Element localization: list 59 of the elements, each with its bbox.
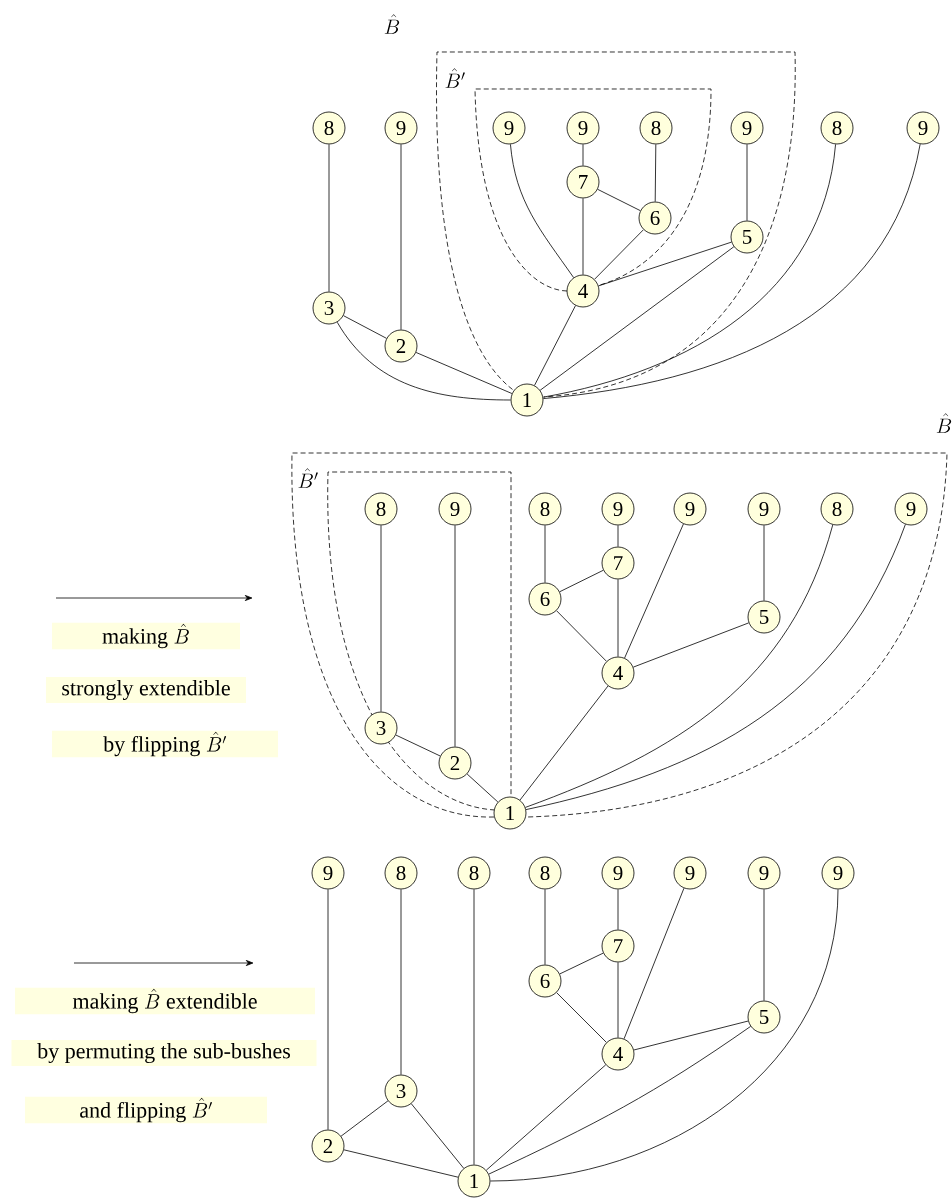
edge-line <box>490 889 839 1182</box>
highlighted-caption: $\text{by flipping }\hat{B}'$ <box>52 730 278 758</box>
edge-line <box>582 144 584 166</box>
edge-line <box>525 524 906 810</box>
edge-line <box>763 889 765 1001</box>
edge-line <box>556 610 607 662</box>
edge-line <box>519 685 609 801</box>
edge-line <box>488 1026 751 1175</box>
edge-line <box>525 524 834 808</box>
region-label: $\hat{B}'$ <box>298 468 318 488</box>
edge-line <box>598 241 732 287</box>
edge-line <box>343 1149 459 1178</box>
edge-line <box>559 569 604 593</box>
edge-line <box>534 305 576 386</box>
edge-line <box>556 992 607 1043</box>
edge-line <box>582 198 584 275</box>
edge-line <box>617 962 619 1038</box>
edge-line <box>395 734 441 757</box>
edge-line <box>594 229 644 280</box>
edge-line <box>632 622 750 668</box>
edge-line <box>654 144 657 202</box>
edge-line <box>763 525 765 601</box>
edge-line <box>466 773 499 803</box>
edge-line <box>624 523 684 659</box>
edge-line <box>415 352 513 394</box>
edge-line <box>327 889 329 1130</box>
edge-line <box>340 1100 389 1137</box>
edge-line <box>336 321 511 401</box>
edge-line <box>510 143 574 278</box>
edge-line <box>617 525 619 547</box>
edge-line <box>544 889 546 965</box>
edge-line <box>597 188 641 212</box>
edge-line <box>542 143 836 398</box>
edge-line <box>400 889 402 1075</box>
edge-line <box>473 889 475 1165</box>
edge-line <box>485 1064 607 1171</box>
highlighted-caption: by permuting the sub-bushes <box>11 1040 317 1066</box>
edge-line <box>343 315 387 339</box>
edge-line <box>454 525 456 747</box>
edge-line <box>617 889 619 930</box>
edge-line <box>410 1103 465 1169</box>
highlighted-caption: $\text{making }\hat{B}$ <box>52 622 240 650</box>
edge-line <box>746 144 748 221</box>
edge-line <box>380 525 382 712</box>
edge-line <box>328 144 330 292</box>
edge-line <box>539 246 735 391</box>
region-label: $\hat{B}$ <box>936 413 952 433</box>
highlighted-caption: $\text{making }\hat{B}\text{ extendible}$ <box>15 987 315 1015</box>
edge-line <box>400 144 402 330</box>
region-label: $\hat{B}$ <box>384 14 400 34</box>
edge-line <box>633 1020 749 1051</box>
region-label: $\hat{B}'$ <box>445 68 465 88</box>
edge-line <box>623 887 685 1040</box>
edge-line <box>559 952 604 975</box>
edge-line <box>542 143 921 399</box>
highlighted-caption: strongly extendible <box>46 677 246 703</box>
edge-line <box>617 579 619 657</box>
edge-line <box>544 525 546 583</box>
highlighted-caption: $\text{and flipping }\hat{B}'$ <box>25 1096 267 1124</box>
